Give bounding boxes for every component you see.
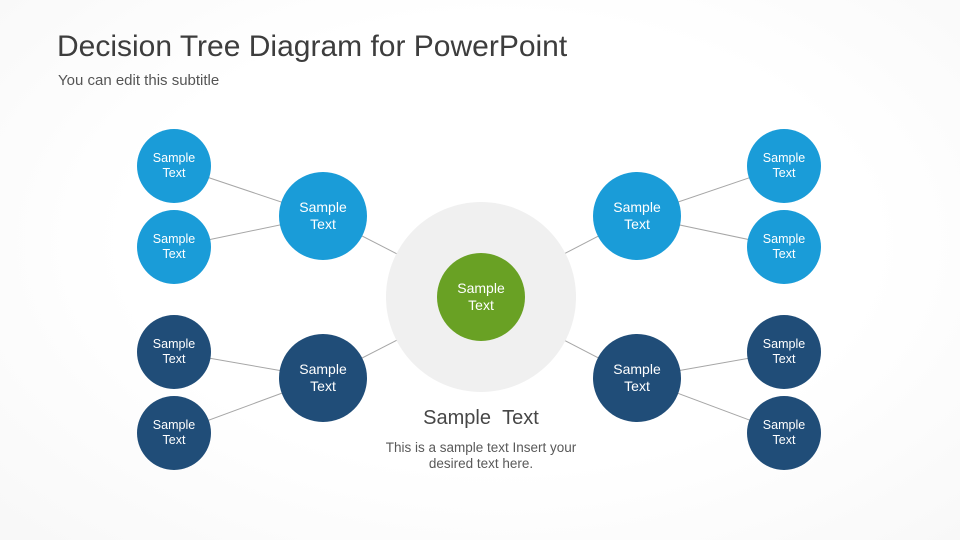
- caption-heading[interactable]: Sample Text: [423, 407, 539, 429]
- decision-hub-bottom-left[interactable]: Sample Text: [279, 334, 367, 422]
- node-label: Sample Text: [762, 337, 806, 366]
- decision-hub-bottom-right[interactable]: Sample Text: [593, 334, 681, 422]
- decision-leaf-top-right-1[interactable]: Sample Text: [747, 129, 821, 203]
- decision-root-node[interactable]: Sample Text: [437, 253, 525, 341]
- node-label: Sample Text: [152, 151, 196, 180]
- decision-hub-top-right[interactable]: Sample Text: [593, 172, 681, 260]
- node-label: Sample Text: [152, 232, 196, 261]
- node-label: Sample Text: [613, 361, 661, 394]
- decision-leaf-top-left-1[interactable]: Sample Text: [137, 129, 211, 203]
- slide-title[interactable]: Decision Tree Diagram for PowerPoint: [57, 30, 568, 63]
- node-label: Sample Text: [613, 199, 661, 232]
- node-label: Sample Text: [299, 361, 347, 394]
- decision-leaf-bottom-left-1[interactable]: Sample Text: [137, 315, 211, 389]
- decision-leaf-bottom-right-2[interactable]: Sample Text: [747, 396, 821, 470]
- caption-body[interactable]: This is a sample text Insert your desire…: [385, 440, 577, 472]
- node-label: Sample Text: [152, 418, 196, 447]
- node-label: Sample Text: [457, 280, 505, 313]
- node-label: Sample Text: [299, 199, 347, 232]
- node-label: Sample Text: [762, 151, 806, 180]
- node-label: Sample Text: [762, 232, 806, 261]
- decision-leaf-top-right-2[interactable]: Sample Text: [747, 210, 821, 284]
- decision-leaf-bottom-left-2[interactable]: Sample Text: [137, 396, 211, 470]
- node-label: Sample Text: [152, 337, 196, 366]
- slide-subtitle[interactable]: You can edit this subtitle: [58, 72, 220, 89]
- node-label: Sample Text: [762, 418, 806, 447]
- decision-leaf-top-left-2[interactable]: Sample Text: [137, 210, 211, 284]
- decision-hub-top-left[interactable]: Sample Text: [279, 172, 367, 260]
- decision-leaf-bottom-right-1[interactable]: Sample Text: [747, 315, 821, 389]
